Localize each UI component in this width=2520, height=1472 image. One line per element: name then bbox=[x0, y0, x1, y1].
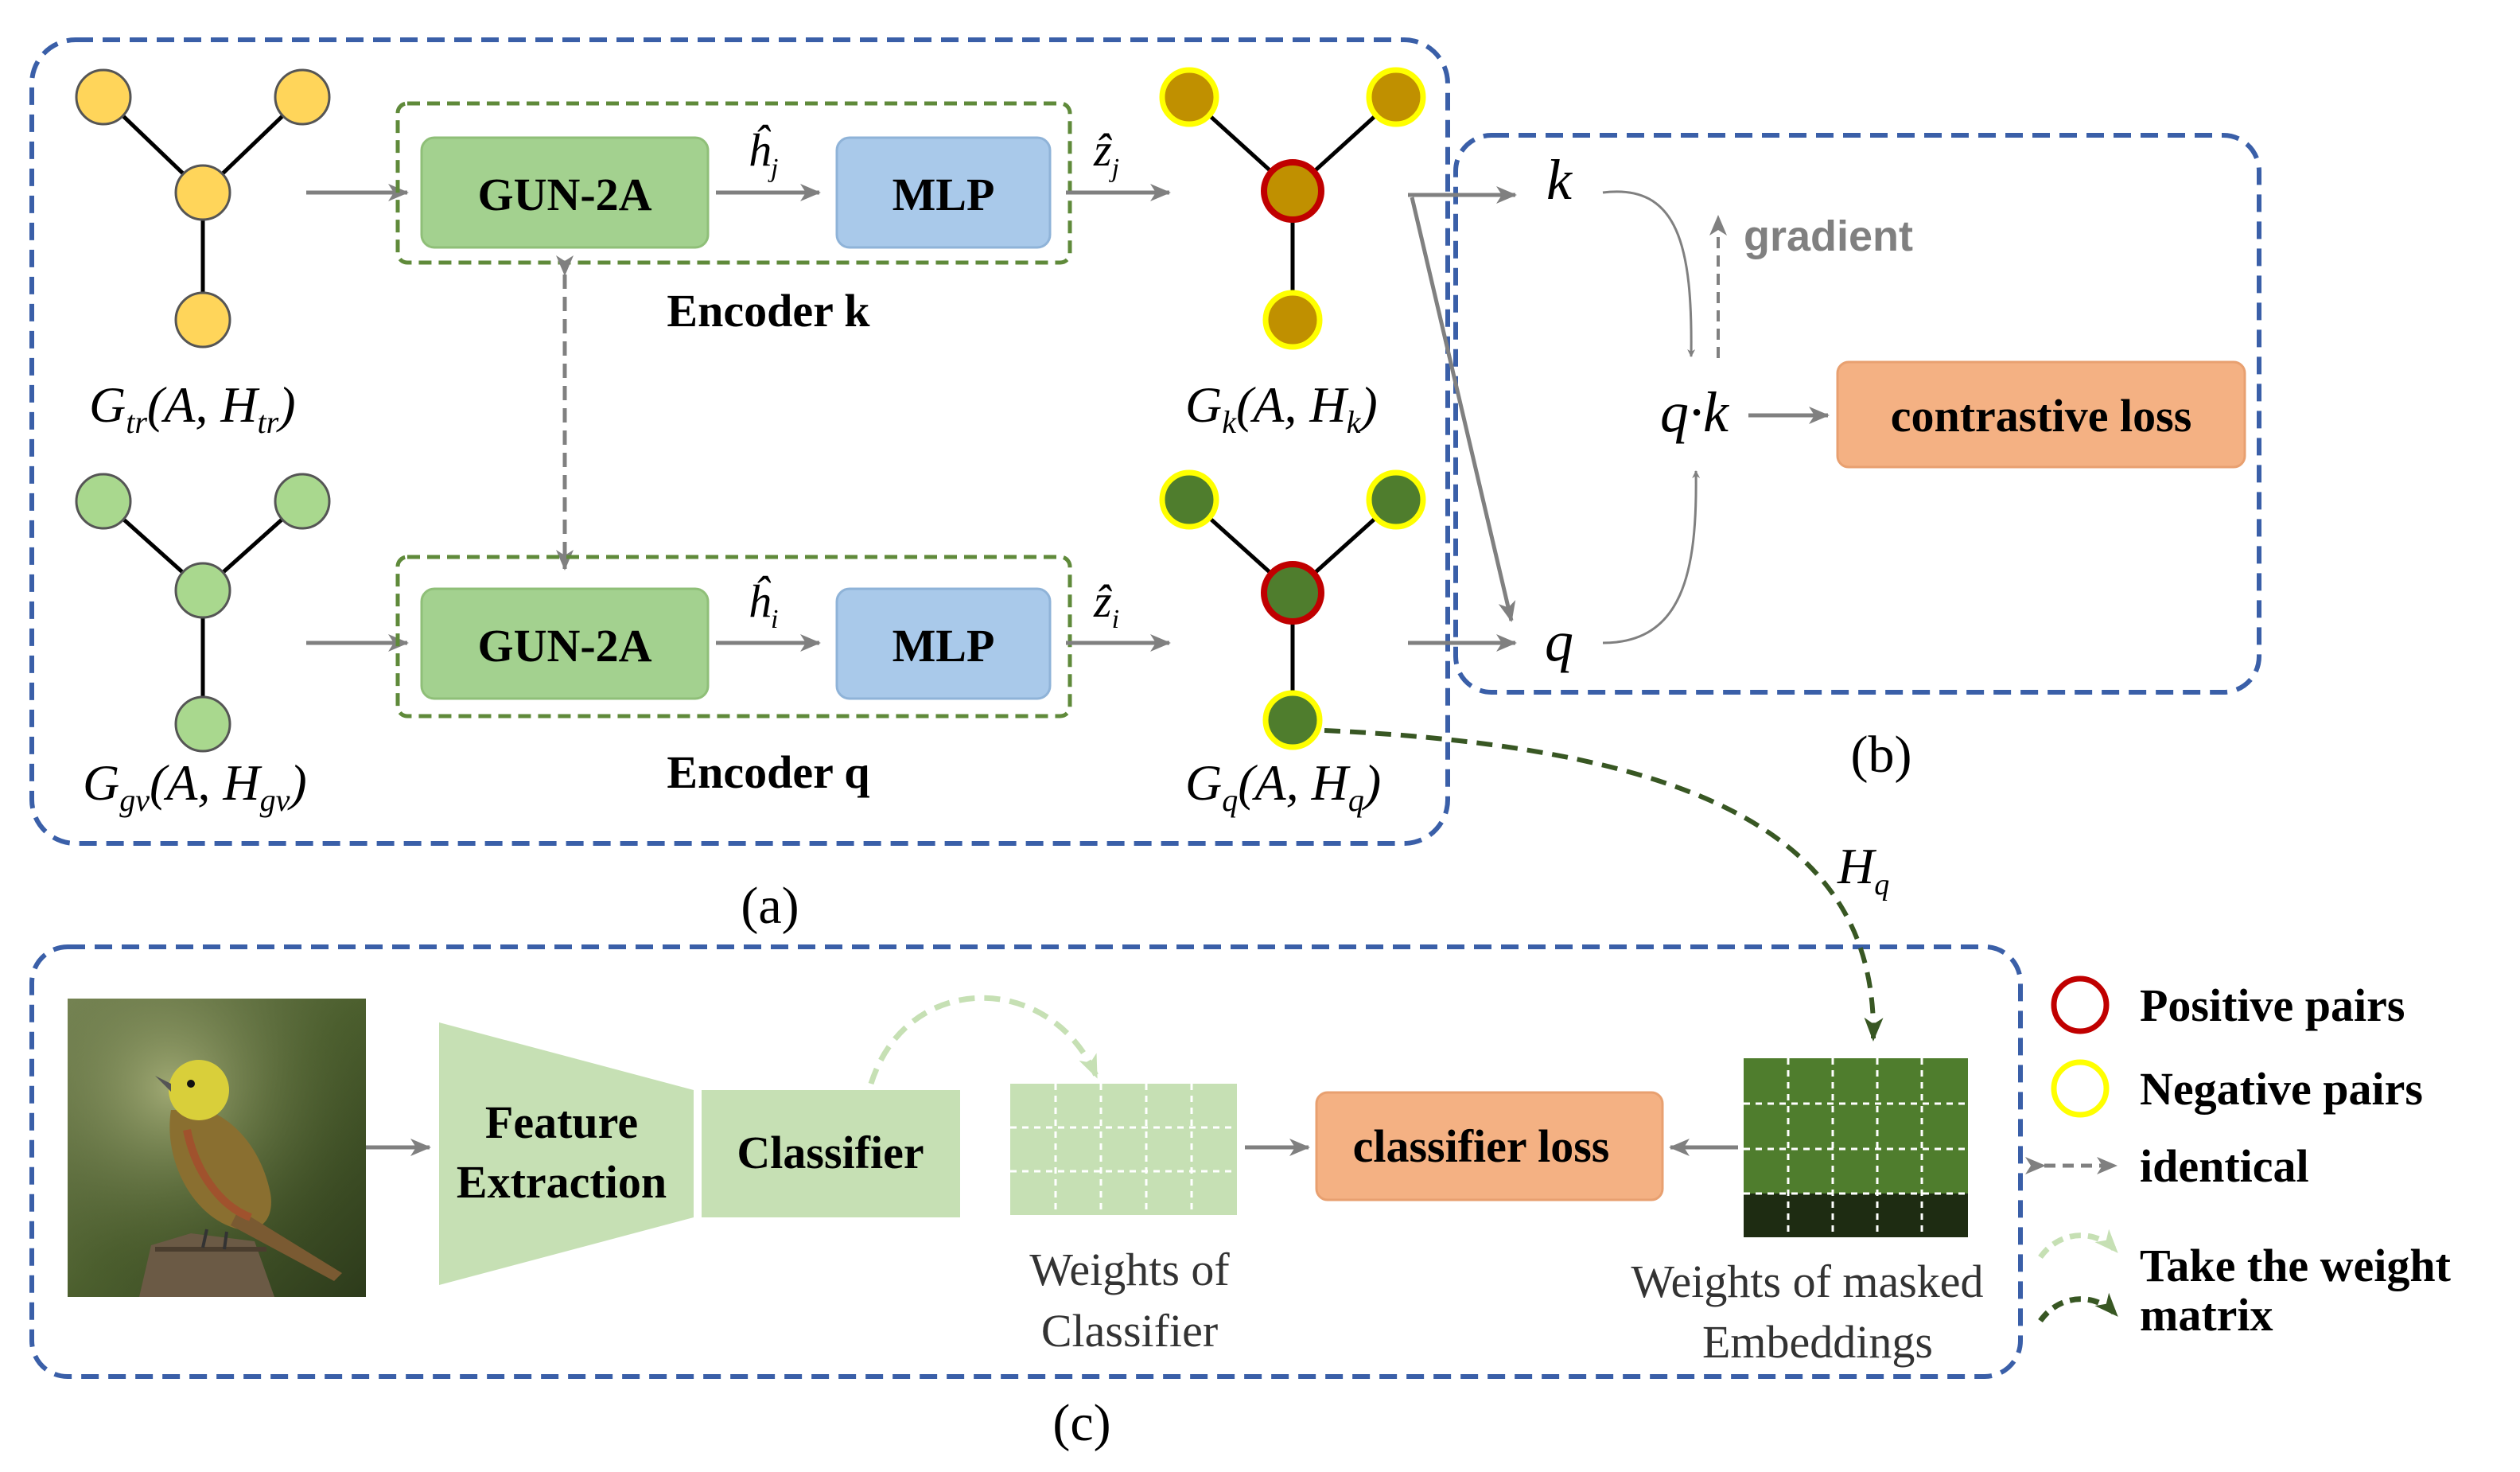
positive-node bbox=[1261, 159, 1324, 223]
positive-node bbox=[1261, 561, 1324, 625]
mlp-box-k bbox=[835, 136, 1052, 249]
classifier-loss-box bbox=[1315, 1091, 1664, 1201]
negative-node bbox=[1366, 67, 1426, 127]
graph-gen-label: Ggv(A, Hgv) bbox=[83, 754, 307, 818]
weights-masked-line1: Weights of masked bbox=[1631, 1256, 1983, 1307]
legend-take-line2: matrix bbox=[2140, 1289, 2273, 1341]
graph-q-label: Gq(A, Hq) bbox=[1185, 754, 1381, 818]
graph-train-label: Gtr(A, Htr) bbox=[89, 376, 296, 440]
bird-photo bbox=[68, 999, 366, 1297]
weights-classifier-line1: Weights of bbox=[1029, 1244, 1230, 1295]
graph-node bbox=[174, 562, 231, 619]
legend-take-line1: Take the weight bbox=[2140, 1240, 2452, 1291]
feature-extraction-trapezoid bbox=[439, 1022, 694, 1285]
graph-node bbox=[174, 164, 231, 221]
gnn-box-q bbox=[420, 587, 710, 700]
take-weight-light-arrow bbox=[868, 995, 1099, 1085]
hq-arrow bbox=[1324, 728, 1884, 1042]
h-hat-k: ĥj bbox=[748, 124, 778, 183]
graph-node bbox=[174, 695, 231, 753]
gnn-label-q: GUN-2A bbox=[477, 620, 651, 672]
q-symbol: q bbox=[1545, 609, 1573, 673]
panel-b-border bbox=[1453, 133, 2261, 695]
graph-node bbox=[274, 473, 331, 530]
mlp-label-k: MLP bbox=[892, 169, 995, 220]
negative-node bbox=[1366, 469, 1426, 530]
legend-identical: identical bbox=[2140, 1140, 2309, 1192]
graph-q bbox=[1159, 469, 1426, 750]
graph-node bbox=[75, 473, 132, 530]
positive-pair-icon bbox=[2051, 975, 2110, 1034]
legend: Positive pairs Negative pairs identical … bbox=[2025, 975, 2452, 1341]
encoder-k-border bbox=[395, 101, 1072, 265]
graph-gen bbox=[75, 473, 331, 753]
h-hat-q: ĥi bbox=[748, 575, 778, 634]
negative-node bbox=[1159, 469, 1219, 530]
weights-classifier-line2: Classifier bbox=[1041, 1305, 1218, 1357]
z-hat-q: ẑi bbox=[1093, 575, 1119, 634]
panel-a-caption: (a) bbox=[741, 877, 799, 935]
negative-node bbox=[1262, 290, 1323, 350]
encoder-k-label: Encoder k bbox=[667, 285, 870, 337]
panel-c-border bbox=[29, 944, 2023, 1379]
feature-label-line2: Extraction bbox=[457, 1156, 667, 1208]
feature-label-line1: Feature bbox=[485, 1096, 638, 1148]
gradient-label: gradient bbox=[1744, 212, 1913, 260]
panel-a-border bbox=[29, 37, 1450, 846]
graph-train bbox=[75, 68, 331, 349]
contrastive-loss-box bbox=[1836, 360, 2246, 469]
negative-node bbox=[1159, 67, 1219, 127]
masked-embedding-matrix bbox=[1744, 1058, 1968, 1237]
negative-node bbox=[1262, 690, 1323, 750]
negative-pair-icon bbox=[2051, 1059, 2110, 1118]
encoder-q-border bbox=[395, 555, 1072, 718]
graph-k bbox=[1159, 67, 1426, 350]
curve-k-to-qk bbox=[1602, 190, 1696, 357]
weights-masked-line2: Embeddings bbox=[1702, 1316, 1933, 1368]
graph-k-label: Gk(A, Hk) bbox=[1185, 376, 1378, 440]
z-hat-k: ẑj bbox=[1093, 124, 1119, 183]
gnn-label-k: GUN-2A bbox=[477, 169, 651, 220]
graph-node bbox=[274, 68, 331, 126]
legend-positive: Positive pairs bbox=[2140, 979, 2405, 1031]
gnn-box-k bbox=[420, 136, 710, 249]
k-symbol: k bbox=[1546, 148, 1573, 212]
classifier-loss-label: classifier loss bbox=[1353, 1120, 1610, 1172]
mlp-label-q: MLP bbox=[892, 620, 995, 672]
panel-b-caption: (b) bbox=[1851, 726, 1912, 784]
encoder-q-label: Encoder q bbox=[667, 746, 869, 798]
hq-label: Hq bbox=[1837, 838, 1889, 902]
graph-node bbox=[75, 68, 132, 126]
curve-q-to-qk bbox=[1602, 470, 1701, 644]
graph-node bbox=[174, 291, 231, 349]
classifier-label: Classifier bbox=[737, 1127, 924, 1178]
legend-negative: Negative pairs bbox=[2140, 1063, 2423, 1115]
dark-arrow-icon bbox=[2038, 1292, 2118, 1323]
qk-symbol: q·k bbox=[1660, 380, 1730, 444]
contrastive-loss-label: contrastive loss bbox=[1891, 390, 2192, 442]
arrow-cross-to-q bbox=[1410, 197, 1516, 622]
classifier-box bbox=[702, 1090, 960, 1217]
light-arrow-icon bbox=[2038, 1229, 2118, 1260]
mlp-box-q bbox=[835, 587, 1052, 700]
panel-c-caption: (c) bbox=[1052, 1394, 1110, 1452]
classifier-weight-matrix bbox=[1010, 1084, 1237, 1215]
